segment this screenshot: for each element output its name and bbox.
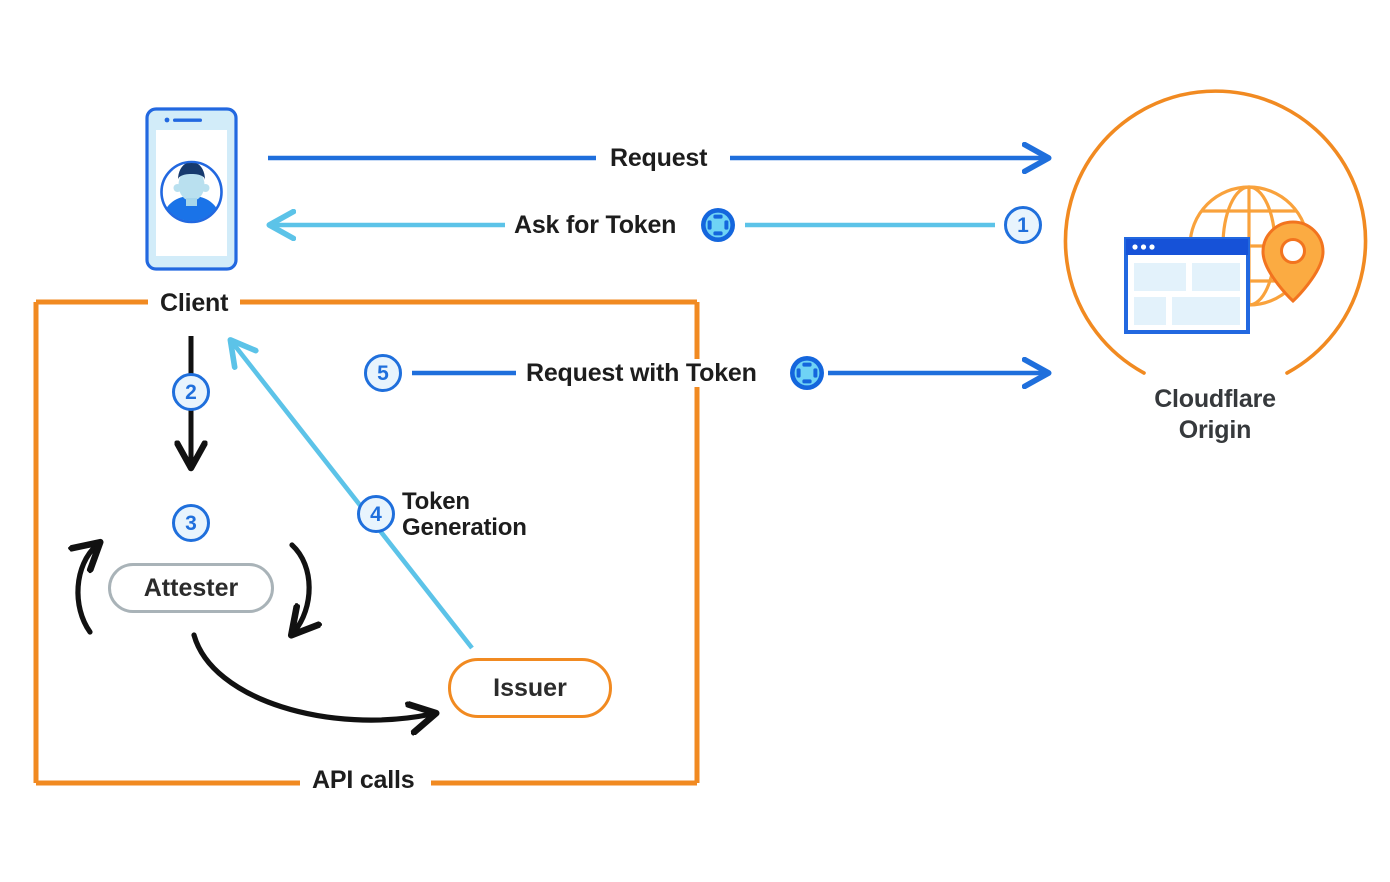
step-badge-4: 4 xyxy=(357,495,395,533)
step-badge-3: 3 xyxy=(172,504,210,542)
flow-label-token-generation: Token Generation xyxy=(402,488,527,541)
user-avatar-icon xyxy=(160,160,223,224)
flow-attester-loop-left-arrow xyxy=(78,545,97,635)
group-box-label-client: Client xyxy=(148,289,241,317)
flow-attester-to-issuer-arrow xyxy=(191,632,432,720)
flow-token-generation-arrow xyxy=(232,342,474,650)
flow-label-request: Request xyxy=(602,144,716,172)
node-cloudflare-origin-label: Cloudflare Origin xyxy=(1154,385,1276,444)
step-badge-2: 2 xyxy=(172,373,210,411)
location-pin-icon xyxy=(1261,220,1325,304)
flow-label-ask-for-token: Ask for Token xyxy=(506,211,685,239)
node-attester[interactable]: Attester xyxy=(108,563,274,613)
group-box-label-api-calls: API calls xyxy=(300,766,427,794)
token-icon xyxy=(701,208,735,242)
browser-window-icon xyxy=(1124,237,1250,334)
smartphone-icon xyxy=(145,107,238,271)
step-badge-1: 1 xyxy=(1004,206,1042,244)
step-badge-5: 5 xyxy=(364,354,402,392)
cloudflare-origin-circle xyxy=(1063,89,1368,375)
node-issuer[interactable]: Issuer xyxy=(448,658,612,718)
flow-attester-loop-right-arrow xyxy=(292,542,309,632)
flow-label-request-with-token: Request with Token xyxy=(518,359,765,387)
token-icon xyxy=(790,356,824,390)
